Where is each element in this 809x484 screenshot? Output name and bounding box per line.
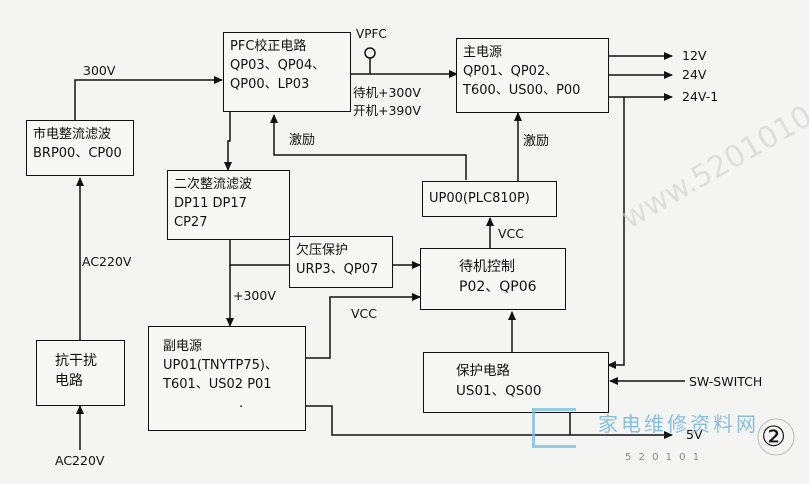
label-ac220v-bottom: AC220V — [55, 453, 105, 468]
excite-pfc-line — [270, 114, 467, 180]
main-parts-2: T600、US00、P00 — [463, 83, 581, 98]
aux-parts-2: T601、US02 P01 — [163, 377, 272, 392]
label-12v: 12V — [682, 48, 707, 63]
pfc-parts-2: QP00、LP03 — [230, 77, 310, 92]
pfc-parts-1: QP03、QP04、 — [230, 58, 326, 73]
figure-number: ② — [761, 420, 787, 453]
undervoltage-block: 欠压保护 URP3、QP07 — [289, 236, 393, 288]
aux-vcc-line — [306, 293, 421, 359]
uv-title: 欠压保护 — [296, 243, 349, 258]
rect2-parts-1: DP11 DP17 — [174, 196, 247, 211]
control-ic-label: UP00(PLC810P) — [429, 191, 530, 206]
label-24v: 24V — [682, 67, 707, 82]
label-on-390v: 开机+390V — [353, 103, 421, 118]
pfc-title: PFC校正电路 — [230, 39, 307, 54]
standby-title: 待机控制 — [459, 259, 515, 275]
prot-parts: US01、QS00 — [456, 383, 542, 399]
prot-feedback-line — [607, 97, 625, 369]
label-300v: 300V — [83, 63, 116, 78]
label-vcc-ic: VCC — [498, 226, 525, 241]
main-power-block: 主电源 QP01、QP02、 T600、US00、P00 — [456, 38, 609, 113]
label-standby-300v: 待机+300V — [353, 85, 421, 100]
mains-rectifier-block: 市电整流滤波 BRP00、CP00 — [26, 120, 134, 176]
label-plus300v: +300V — [233, 288, 276, 303]
label-sw-switch: SW-SWITCH — [689, 374, 763, 389]
label-excite-pfc: 激励 — [289, 133, 316, 148]
aux-dot: . — [239, 396, 244, 411]
standby-parts: P02、QP06 — [459, 279, 537, 295]
pfc-to-rect2-line — [224, 112, 232, 171]
rect2-title: 二次整流滤波 — [174, 177, 253, 192]
emi-block: 抗干扰 电路 — [36, 340, 125, 406]
figure-circle — [757, 418, 795, 456]
label-vpfc: VPFC — [356, 27, 387, 41]
label-excite-main: 激励 — [523, 134, 550, 149]
uv-parts: URP3、QP07 — [296, 262, 379, 277]
pfc-block: PFC校正电路 QP03、QP04、 QP00、LP03 — [223, 32, 351, 112]
label-24v-1: 24V-1 — [682, 89, 719, 104]
aux-parts-1: UP01(TNYTP75)、 — [163, 358, 278, 373]
secondary-rectifier-block: 二次整流滤波 DP11 DP17 CP27 — [167, 170, 290, 240]
rect1-parts: BRP00、CP00 — [33, 146, 122, 161]
protection-block: 保护电路 US01、QS00 — [423, 352, 609, 413]
standby-control-block: 待机控制 P02、QP06 — [420, 248, 566, 310]
label-vcc-aux: VCC — [351, 306, 378, 321]
control-ic-block: UP00(PLC810P) — [422, 181, 557, 217]
out-5v-line — [306, 405, 673, 439]
emi-subtitle: 电路 — [55, 373, 83, 389]
aux-power-block: 副电源 UP01(TNYTP75)、 T601、US02 P01 . — [148, 326, 306, 431]
main-title: 主电源 — [463, 45, 503, 60]
rect-to-pfc-line — [74, 76, 223, 120]
rect2-parts-2: CP27 — [174, 215, 208, 230]
label-ac220v-mid: AC220V — [82, 254, 132, 269]
label-5v: 5V — [686, 427, 703, 442]
emi-title: 抗干扰 — [55, 353, 97, 369]
prot-title: 保护电路 — [456, 363, 510, 379]
rect1-title: 市电整流滤波 — [33, 127, 112, 142]
main-parts-1: QP01、QP02、 — [463, 64, 559, 79]
vpfc-terminal — [364, 47, 376, 59]
rect2-to-uv-line — [229, 240, 290, 266]
aux-title: 副电源 — [163, 339, 203, 354]
